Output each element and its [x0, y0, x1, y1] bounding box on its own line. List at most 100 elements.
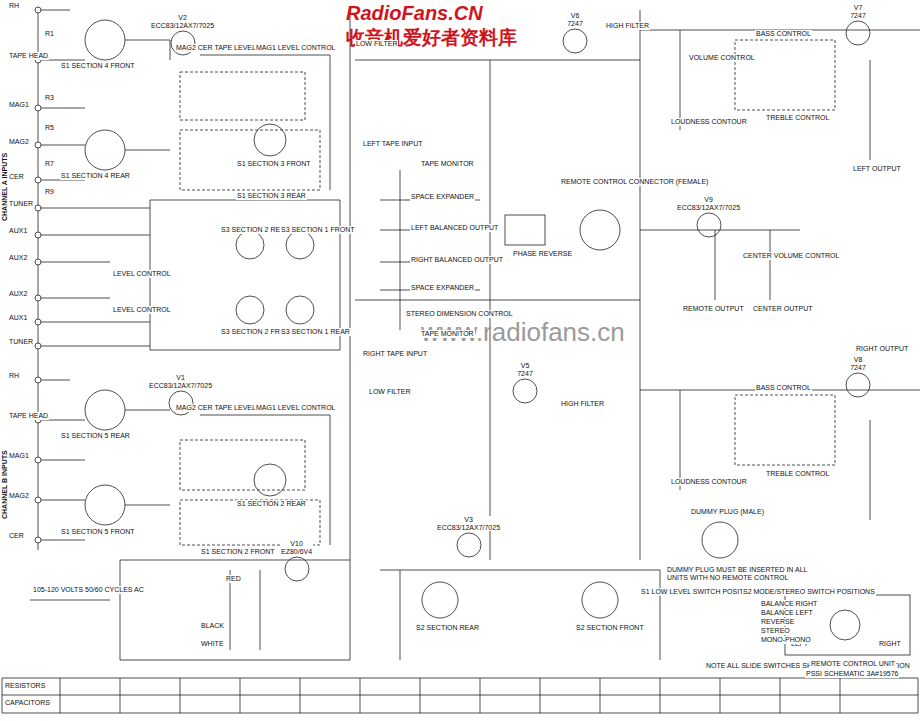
- tube-label: V1: [148, 374, 213, 382]
- part-label: TAPE HEAD: [8, 52, 49, 60]
- part-label: TAPE MONITOR: [420, 330, 475, 338]
- part-label: REMOTE CONTROL UNIT: [810, 660, 896, 668]
- part-label: AUX2: [8, 290, 28, 298]
- part-label: RH: [8, 2, 20, 10]
- part-label: MAG1: [8, 452, 30, 460]
- part-label: TUNER: [8, 338, 34, 346]
- part-label: RIGHT: [878, 640, 902, 648]
- part-label: VOLUME CONTROL: [688, 54, 756, 62]
- vacuum-tube: V57247: [512, 362, 538, 404]
- part-label: RIGHT OUTPUT: [855, 345, 909, 353]
- part-label: R3: [44, 94, 55, 102]
- part-label: LEFT TAPE INPUT: [362, 140, 424, 148]
- part-label: DUMMY PLUG (MALE): [690, 508, 765, 516]
- part-label: TAPE MONITOR: [420, 160, 475, 168]
- part-label: BLACK: [200, 622, 225, 630]
- part-label: REMOTE OUTPUT: [682, 305, 745, 313]
- part-label: BALANCE RIGHT: [760, 600, 818, 608]
- tube-label: EZ80/6V4: [280, 548, 313, 556]
- part-label: LOW FILTER: [368, 388, 411, 396]
- part-label: S1 SECTION 4 FRONT: [60, 62, 136, 70]
- part-label: MAG1: [8, 101, 30, 109]
- part-label: MAG1 LEVEL CONTROL: [255, 44, 337, 52]
- part-label: MONO-PHONO: [760, 636, 812, 644]
- tube-label: 7247: [845, 364, 871, 372]
- part-label: S2 SECTION FRONT: [575, 624, 645, 632]
- part-label: LEFT BALANCED OUTPUT: [410, 224, 499, 232]
- part-label: RH: [8, 372, 20, 380]
- tube-label: ECC83/12AX7/7025: [436, 524, 501, 532]
- tube-label: ECC83/12AX7/7025: [150, 22, 215, 30]
- part-label: BASS CONTROL: [755, 30, 812, 38]
- part-label: CENTER VOLUME CONTROL: [742, 252, 840, 260]
- part-label: BALANCE LEFT: [760, 609, 814, 617]
- part-label: S1 SECTION 3 REAR: [236, 192, 307, 200]
- part-label: DUMMY PLUG MUST BE INSERTED IN ALL UNITS…: [666, 566, 818, 581]
- part-label: S1 SECTION 5 REAR: [60, 432, 131, 440]
- part-label: REMOTE CONTROL CONNECTOR (FEMALE): [560, 178, 709, 186]
- part-label: HIGH FILTER: [605, 22, 650, 30]
- part-label: TUNER: [8, 200, 34, 208]
- part-label: RIGHT TAPE INPUT: [362, 350, 428, 358]
- part-label: RESISTORS: [4, 682, 46, 690]
- part-label: S1 SECTION 4 REAR: [60, 172, 131, 180]
- part-label: R9: [44, 188, 55, 196]
- tube-label: 7247: [512, 370, 538, 378]
- tube-envelope: [284, 556, 310, 582]
- part-label: LEVEL CONTROL: [112, 270, 172, 278]
- part-label: AUX1: [8, 314, 28, 322]
- tube-envelope: [562, 28, 588, 54]
- vacuum-tube: V87247: [845, 356, 871, 398]
- tube-label: V7: [845, 4, 871, 12]
- tube-label: ECC83/12AX7/7025: [676, 204, 741, 212]
- tube-label: V2: [150, 14, 215, 22]
- tube-label: V8: [845, 356, 871, 364]
- part-label: PHASE REVERSE: [512, 250, 573, 258]
- part-label: S1 SECTION 5 FRONT: [60, 528, 136, 536]
- part-label: R7: [44, 160, 55, 168]
- vacuum-tube: V77247: [845, 4, 871, 46]
- part-label: STEREO DIMENSION CONTROL: [405, 310, 514, 318]
- part-label: LEFT OUTPUT: [852, 165, 902, 173]
- part-label: SPACE EXPANDER: [410, 193, 475, 201]
- part-label: TAPE HEAD: [8, 412, 49, 420]
- part-label: AUX1: [8, 227, 28, 235]
- part-label: RED: [225, 575, 242, 583]
- part-label: CER: [8, 173, 25, 181]
- tube-label: V9: [676, 196, 741, 204]
- part-label: CAPACITORS: [4, 699, 51, 707]
- vacuum-tube: V3ECC83/12AX7/7025: [436, 516, 501, 558]
- tube-label: 7247: [562, 20, 588, 28]
- part-label: STEREO: [760, 627, 791, 635]
- tube-label: 7247: [845, 12, 871, 20]
- part-label: S1 SECTION 2 FRONT: [200, 548, 276, 556]
- part-label: S2 SECTION REAR: [415, 624, 480, 632]
- tube-label: V5: [512, 362, 538, 370]
- part-label: R5: [44, 124, 55, 132]
- part-label: S3 SECTION 1 FRONT: [280, 226, 356, 234]
- part-label: R1: [44, 30, 55, 38]
- part-label: 105-120 VOLTS 50/60 CYCLES AC: [32, 586, 145, 594]
- part-label: MAG2: [8, 492, 30, 500]
- vacuum-tube: V10EZ80/6V4: [280, 540, 313, 582]
- part-label: REVERSE: [760, 618, 795, 626]
- part-label: LOUDNESS CONTOUR: [670, 478, 748, 486]
- part-label: WHITE: [200, 640, 225, 648]
- part-label: LOW FILTER: [355, 40, 398, 48]
- part-label: CENTER OUTPUT: [752, 305, 814, 313]
- part-label: S2 MODE/STEREO SWITCH POSITIONS: [742, 588, 876, 596]
- tube-envelope: [456, 532, 482, 558]
- tube-envelope: [845, 372, 871, 398]
- part-label: CER: [8, 532, 25, 540]
- part-label: S1 SECTION 2 REAR: [236, 500, 307, 508]
- tube-label: V3: [436, 516, 501, 524]
- part-label: LEVEL CONTROL: [112, 306, 172, 314]
- part-label: TREBLE CONTROL: [765, 114, 830, 122]
- part-label: SPACE EXPANDER: [410, 284, 475, 292]
- part-label: RIGHT BALANCED OUTPUT: [410, 256, 504, 264]
- part-label: S3 SECTION 1 REAR: [280, 328, 351, 336]
- group-label: CHANNEL B INPUTS: [1, 449, 9, 520]
- part-label: HIGH FILTER: [560, 400, 605, 408]
- tube-envelope: [512, 378, 538, 404]
- part-label: BASS CONTROL: [755, 384, 812, 392]
